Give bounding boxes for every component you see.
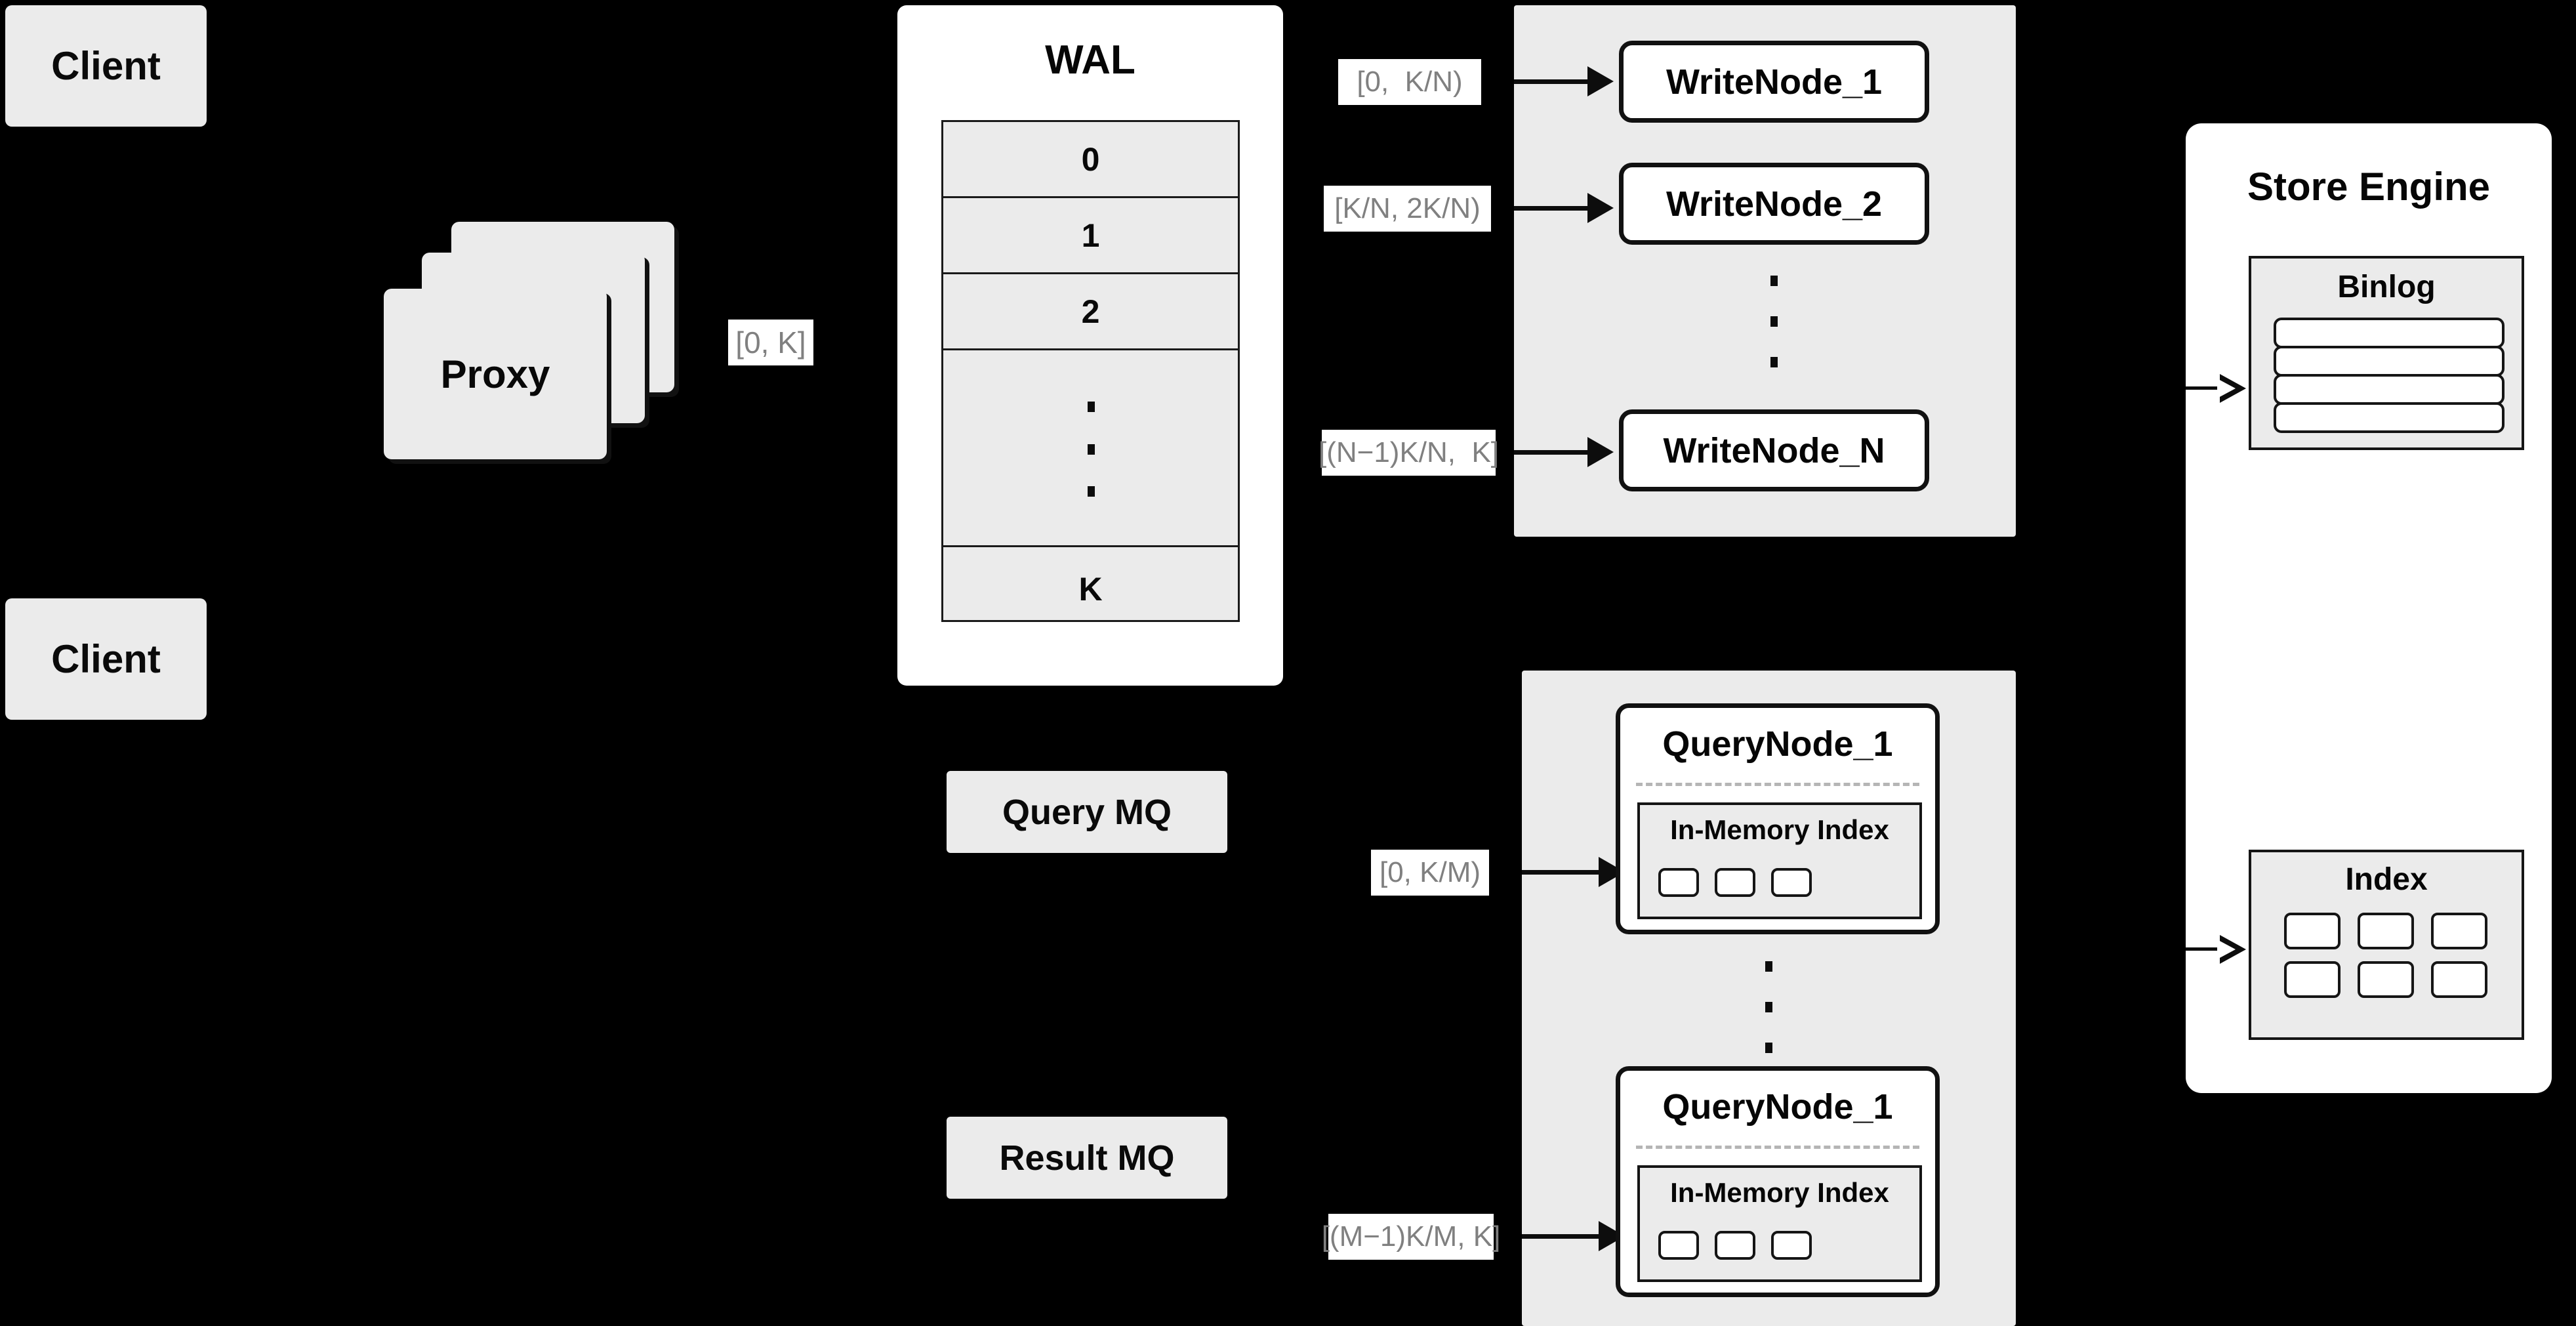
arrow-head-write-2 [1587,193,1614,223]
client-box-2[interactable]: Client [5,598,207,720]
edge-label-proxy-to-wal: [0, K] [728,320,813,365]
binlog-row [2274,402,2504,433]
query-node-1-divider [1636,783,1919,786]
write-node-vertical-ellipsis [1770,276,1778,367]
proxy-box[interactable]: Proxy [384,289,607,459]
index-cell [1715,868,1755,897]
write-node-2[interactable]: WriteNode_2 [1619,163,1929,245]
edge-label-write-node-2: [K/N, 2K/N) [1324,186,1491,232]
arrow-shaft-write-1 [1514,79,1593,84]
index-grid-cell [2284,913,2341,949]
in-memory-index-1: In-Memory Index [1637,802,1922,919]
store-engine-title: Store Engine [2247,165,2491,209]
index-grid-cell [2284,961,2341,998]
index-cell [1715,1231,1755,1260]
client-box-1[interactable]: Client [5,5,207,127]
edge-label-query-node-m: [(M−1)K/M, K] [1322,1214,1500,1260]
write-node-1[interactable]: WriteNode_1 [1619,41,1929,123]
index-title: Index [2345,862,2428,897]
index-grid-cell [2431,913,2487,949]
client-label: Client [51,44,161,88]
arrow-head-write-1 [1587,66,1614,96]
index-box: Index [2249,850,2524,1040]
index-grid-cell [2431,961,2487,998]
result-mq-box[interactable]: Result MQ [947,1117,1227,1199]
query-node-m-title: QueryNode_1 [1662,1087,1893,1127]
wal-row: K [1078,570,1103,608]
query-node-1[interactable]: QueryNode_1 In-Memory Index [1616,703,1940,934]
proxy-label: Proxy [440,352,550,396]
arrow-shaft-query-1 [1522,870,1604,875]
wal-vertical-ellipsis [1087,402,1095,497]
query-node-1-title: QueryNode_1 [1662,724,1893,764]
wal-row: 2 [943,274,1238,350]
wal-row: 0 [943,122,1238,198]
query-node-m[interactable]: QueryNode_1 In-Memory Index [1616,1066,1940,1297]
index-cell [1658,868,1699,897]
write-node-n[interactable]: WriteNode_N [1619,409,1929,491]
index-cell [1771,868,1812,897]
index-cell [1658,1231,1699,1260]
arrow-shaft-query-m [1522,1234,1604,1239]
in-memory-index-title: In-Memory Index [1670,1177,1889,1208]
wal-row-stack: 0 1 2 K [941,120,1240,622]
index-grid-cell [2358,913,2414,949]
arrow-head-write-n [1587,437,1614,467]
binlog-row [2274,318,2504,348]
binlog-row [2274,374,2504,405]
arrow-shaft-binlog [2186,386,2225,390]
binlog-row [2274,346,2504,377]
arrow-head-index [2217,935,2246,964]
wal-row: 1 [943,198,1238,274]
wal-row-ellipsis [943,350,1238,547]
in-memory-index-m: In-Memory Index [1637,1165,1922,1282]
in-memory-index-title: In-Memory Index [1670,814,1889,845]
query-node-vertical-ellipsis [1765,961,1772,1053]
query-node-m-divider [1636,1146,1919,1149]
edge-label-write-node-1: [0, K/N) [1338,59,1481,105]
arrow-shaft-write-2 [1514,206,1593,211]
binlog-title: Binlog [2337,270,2436,304]
wal-title: WAL [1045,37,1135,83]
arrow-head-binlog [2217,374,2246,403]
binlog-box: Binlog [2249,256,2524,450]
client-label: Client [51,637,161,681]
edge-label-write-node-n: [(N−1)K/N, K] [1319,430,1499,476]
edge-label-query-node-1: [0, K/M) [1371,850,1489,896]
query-mq-box[interactable]: Query MQ [947,771,1227,853]
arrow-shaft-write-n [1514,450,1593,455]
index-grid-cell [2358,961,2414,998]
arrow-shaft-index [2186,947,2225,951]
index-cell [1771,1231,1812,1260]
